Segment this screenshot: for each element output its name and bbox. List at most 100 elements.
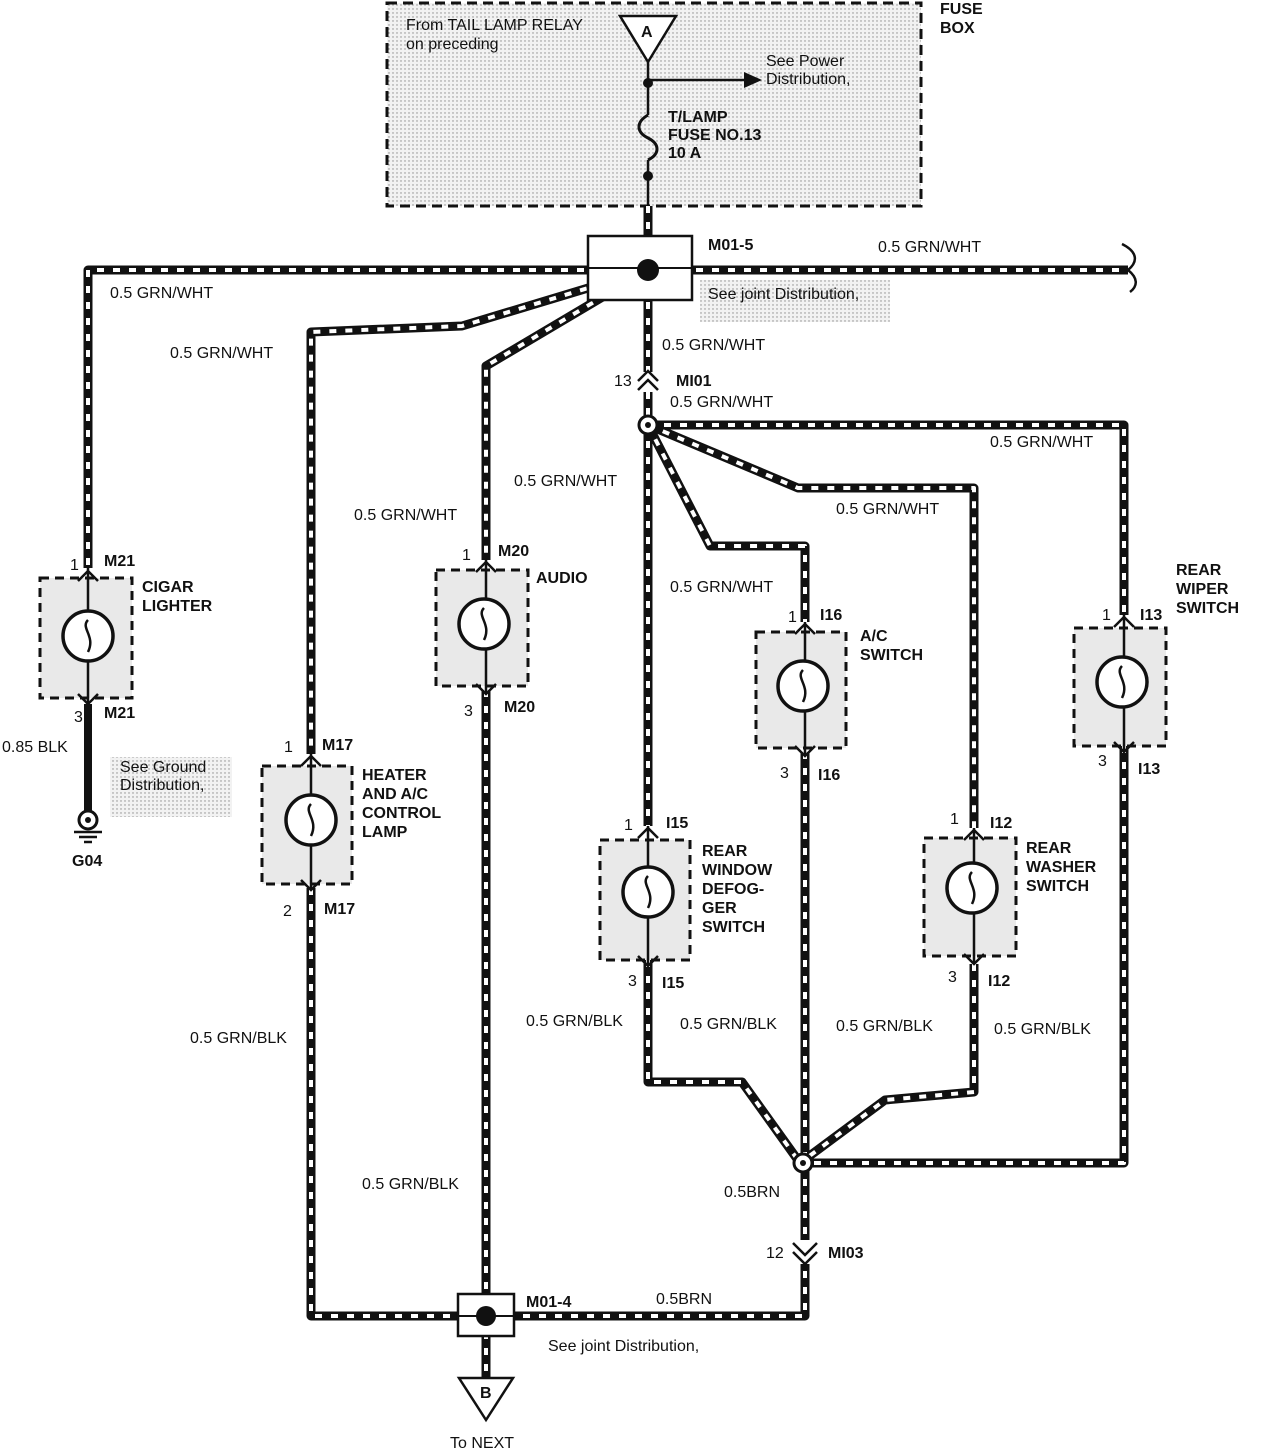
connector-mi01-chevron (637, 369, 659, 382)
splice-node-upper-center (645, 422, 651, 428)
wire-label: 0.5 GRN/WHT (836, 501, 939, 518)
component-name: WINDOW (702, 862, 773, 879)
pin-out: 3 (1098, 753, 1107, 770)
connector-id: M20 (498, 543, 529, 560)
connector-id: I15 (662, 975, 684, 992)
component-name: REAR (1176, 562, 1222, 579)
component-heater-control-lamp: 1 M17 2 M17 HEATER AND A/C CONTROL LAMP (260, 737, 441, 920)
joint-m01-4-node (476, 1306, 496, 1326)
component-name: DEFOG- (702, 881, 764, 898)
component-name: WASHER (1026, 859, 1097, 876)
source-label: From TAIL LAMP RELAY (406, 17, 583, 34)
wire-label: 0.5 GRN/WHT (990, 434, 1093, 451)
power-distribution-label: See Power (766, 53, 845, 70)
connector-a-triangle (617, 14, 679, 65)
pin-in: 1 (950, 811, 959, 828)
component-name: REAR (1026, 840, 1072, 857)
wire-continuation-bracket (1121, 242, 1137, 293)
pin-in: 1 (462, 547, 471, 564)
joint-note-box (700, 280, 890, 322)
component-rear-defogger-switch: 1 I15 3 I15 REAR WINDOW DEFOG- GER SWITC… (598, 815, 773, 992)
connector-mi01-chevron (637, 378, 659, 391)
ground-note: See Ground (120, 759, 206, 776)
pin-out: 3 (464, 703, 473, 720)
ground-id: G04 (72, 853, 102, 870)
pin-in: 1 (1102, 607, 1111, 624)
component-name: CIGAR (142, 579, 194, 596)
connector-id: I13 (1138, 761, 1160, 778)
component-rear-washer-switch: 1 I12 3 I12 REAR WASHER SWITCH (922, 811, 1097, 990)
fuse-box-title: BOX (940, 20, 975, 37)
fuse-symbol (637, 113, 659, 162)
wire-label: 0.5 GRN/BLK (526, 1013, 623, 1030)
wire-labels: 0.5 GRN/WHT 0.5 GRN/WHT 0.5 GRN/WHT 0.5 … (110, 239, 1093, 1308)
wire-label: 0.5 GRN/WHT (878, 239, 981, 256)
connector-id: M21 (104, 553, 135, 570)
connector-b-label: To NEXT (450, 1435, 514, 1452)
component-name: REAR (702, 843, 748, 860)
fuse-label: T/LAMP (668, 109, 728, 126)
wire-label: 0.5 GRN/BLK (362, 1176, 459, 1193)
connector-b-letter: B (480, 1385, 492, 1402)
joint-m01-4-id: M01-4 (526, 1294, 571, 1311)
source-label: on preceding (406, 36, 499, 53)
wire-label: 0.5 GRN/WHT (170, 345, 273, 362)
pin-in: 1 (624, 817, 633, 834)
connector-mi03-chevron (792, 1251, 818, 1266)
wire-label: 0.5BRN (656, 1291, 712, 1308)
component-audio: 1 M20 3 M20 AUDIO (434, 543, 588, 720)
component-name: CONTROL (362, 805, 441, 822)
connector-b-triangle (456, 1376, 516, 1423)
power-arrow-head (744, 72, 762, 88)
pin-out: 3 (780, 765, 789, 782)
wire-label: 0.5 GRN/BLK (680, 1016, 777, 1033)
component-name: GER (702, 900, 737, 917)
connector-mi03-id: MI03 (828, 1245, 864, 1262)
ground-note: Distribution, (120, 777, 204, 794)
ground-note-box (110, 757, 232, 817)
connector-mi01-id: MI01 (676, 373, 712, 390)
component-name: SWITCH (860, 647, 923, 664)
connector-id: M17 (322, 737, 353, 754)
joint-m01-4-note: See joint Distribution, (548, 1338, 699, 1355)
joint-m01-5-node (637, 259, 659, 281)
connector-id: I16 (820, 607, 842, 624)
joint-m01-5-note: See joint Distribution, (708, 286, 859, 303)
component-ac-switch: 1 I16 3 I16 A/C SWITCH (754, 607, 923, 784)
wire-label: 0.5 GRN/BLK (836, 1018, 933, 1035)
wire-label: 0.5 GRN/WHT (670, 579, 773, 596)
pin-out: 3 (948, 969, 957, 986)
connector-id: M21 (104, 705, 135, 722)
connector-id: I15 (666, 815, 688, 832)
connector-mi01-pin: 13 (614, 373, 632, 390)
component-name: AND A/C (362, 786, 429, 803)
splice-node-lower-center (800, 1160, 806, 1166)
joint-m01-5-id: M01-5 (708, 237, 753, 254)
connector-id: M20 (504, 699, 535, 716)
wire-label: 0.5 GRN/WHT (110, 285, 213, 302)
wire-label: 0.5BRN (724, 1184, 780, 1201)
connector-mi03-pin: 12 (766, 1245, 784, 1262)
component-name: SWITCH (1176, 600, 1239, 617)
power-distribution-label: Distribution, (766, 71, 850, 88)
wire-label: 0.5 GRN/BLK (994, 1021, 1091, 1038)
component-rear-wiper-switch: 1 I13 3 I13 REAR WIPER SWITCH (1072, 562, 1239, 778)
component-name: SWITCH (702, 919, 765, 936)
connector-id: I13 (1140, 607, 1162, 624)
component-name: HEATER (362, 767, 427, 784)
blk-wire-label: 0.85 BLK (2, 739, 68, 756)
connector-id: I12 (988, 973, 1010, 990)
ground-terminal-center (85, 817, 91, 823)
pin-in: 1 (70, 557, 79, 574)
component-name: LIGHTER (142, 598, 213, 615)
fuse-label: 10 A (668, 145, 702, 162)
component-name: LAMP (362, 824, 408, 841)
pin-out: 3 (74, 709, 83, 726)
connector-id: M17 (324, 901, 355, 918)
wire-label: 0.5 GRN/WHT (670, 394, 773, 411)
component-name: AUDIO (536, 570, 588, 587)
return-wire-dashes (309, 690, 1126, 1378)
connector-a-label: A (641, 24, 653, 41)
